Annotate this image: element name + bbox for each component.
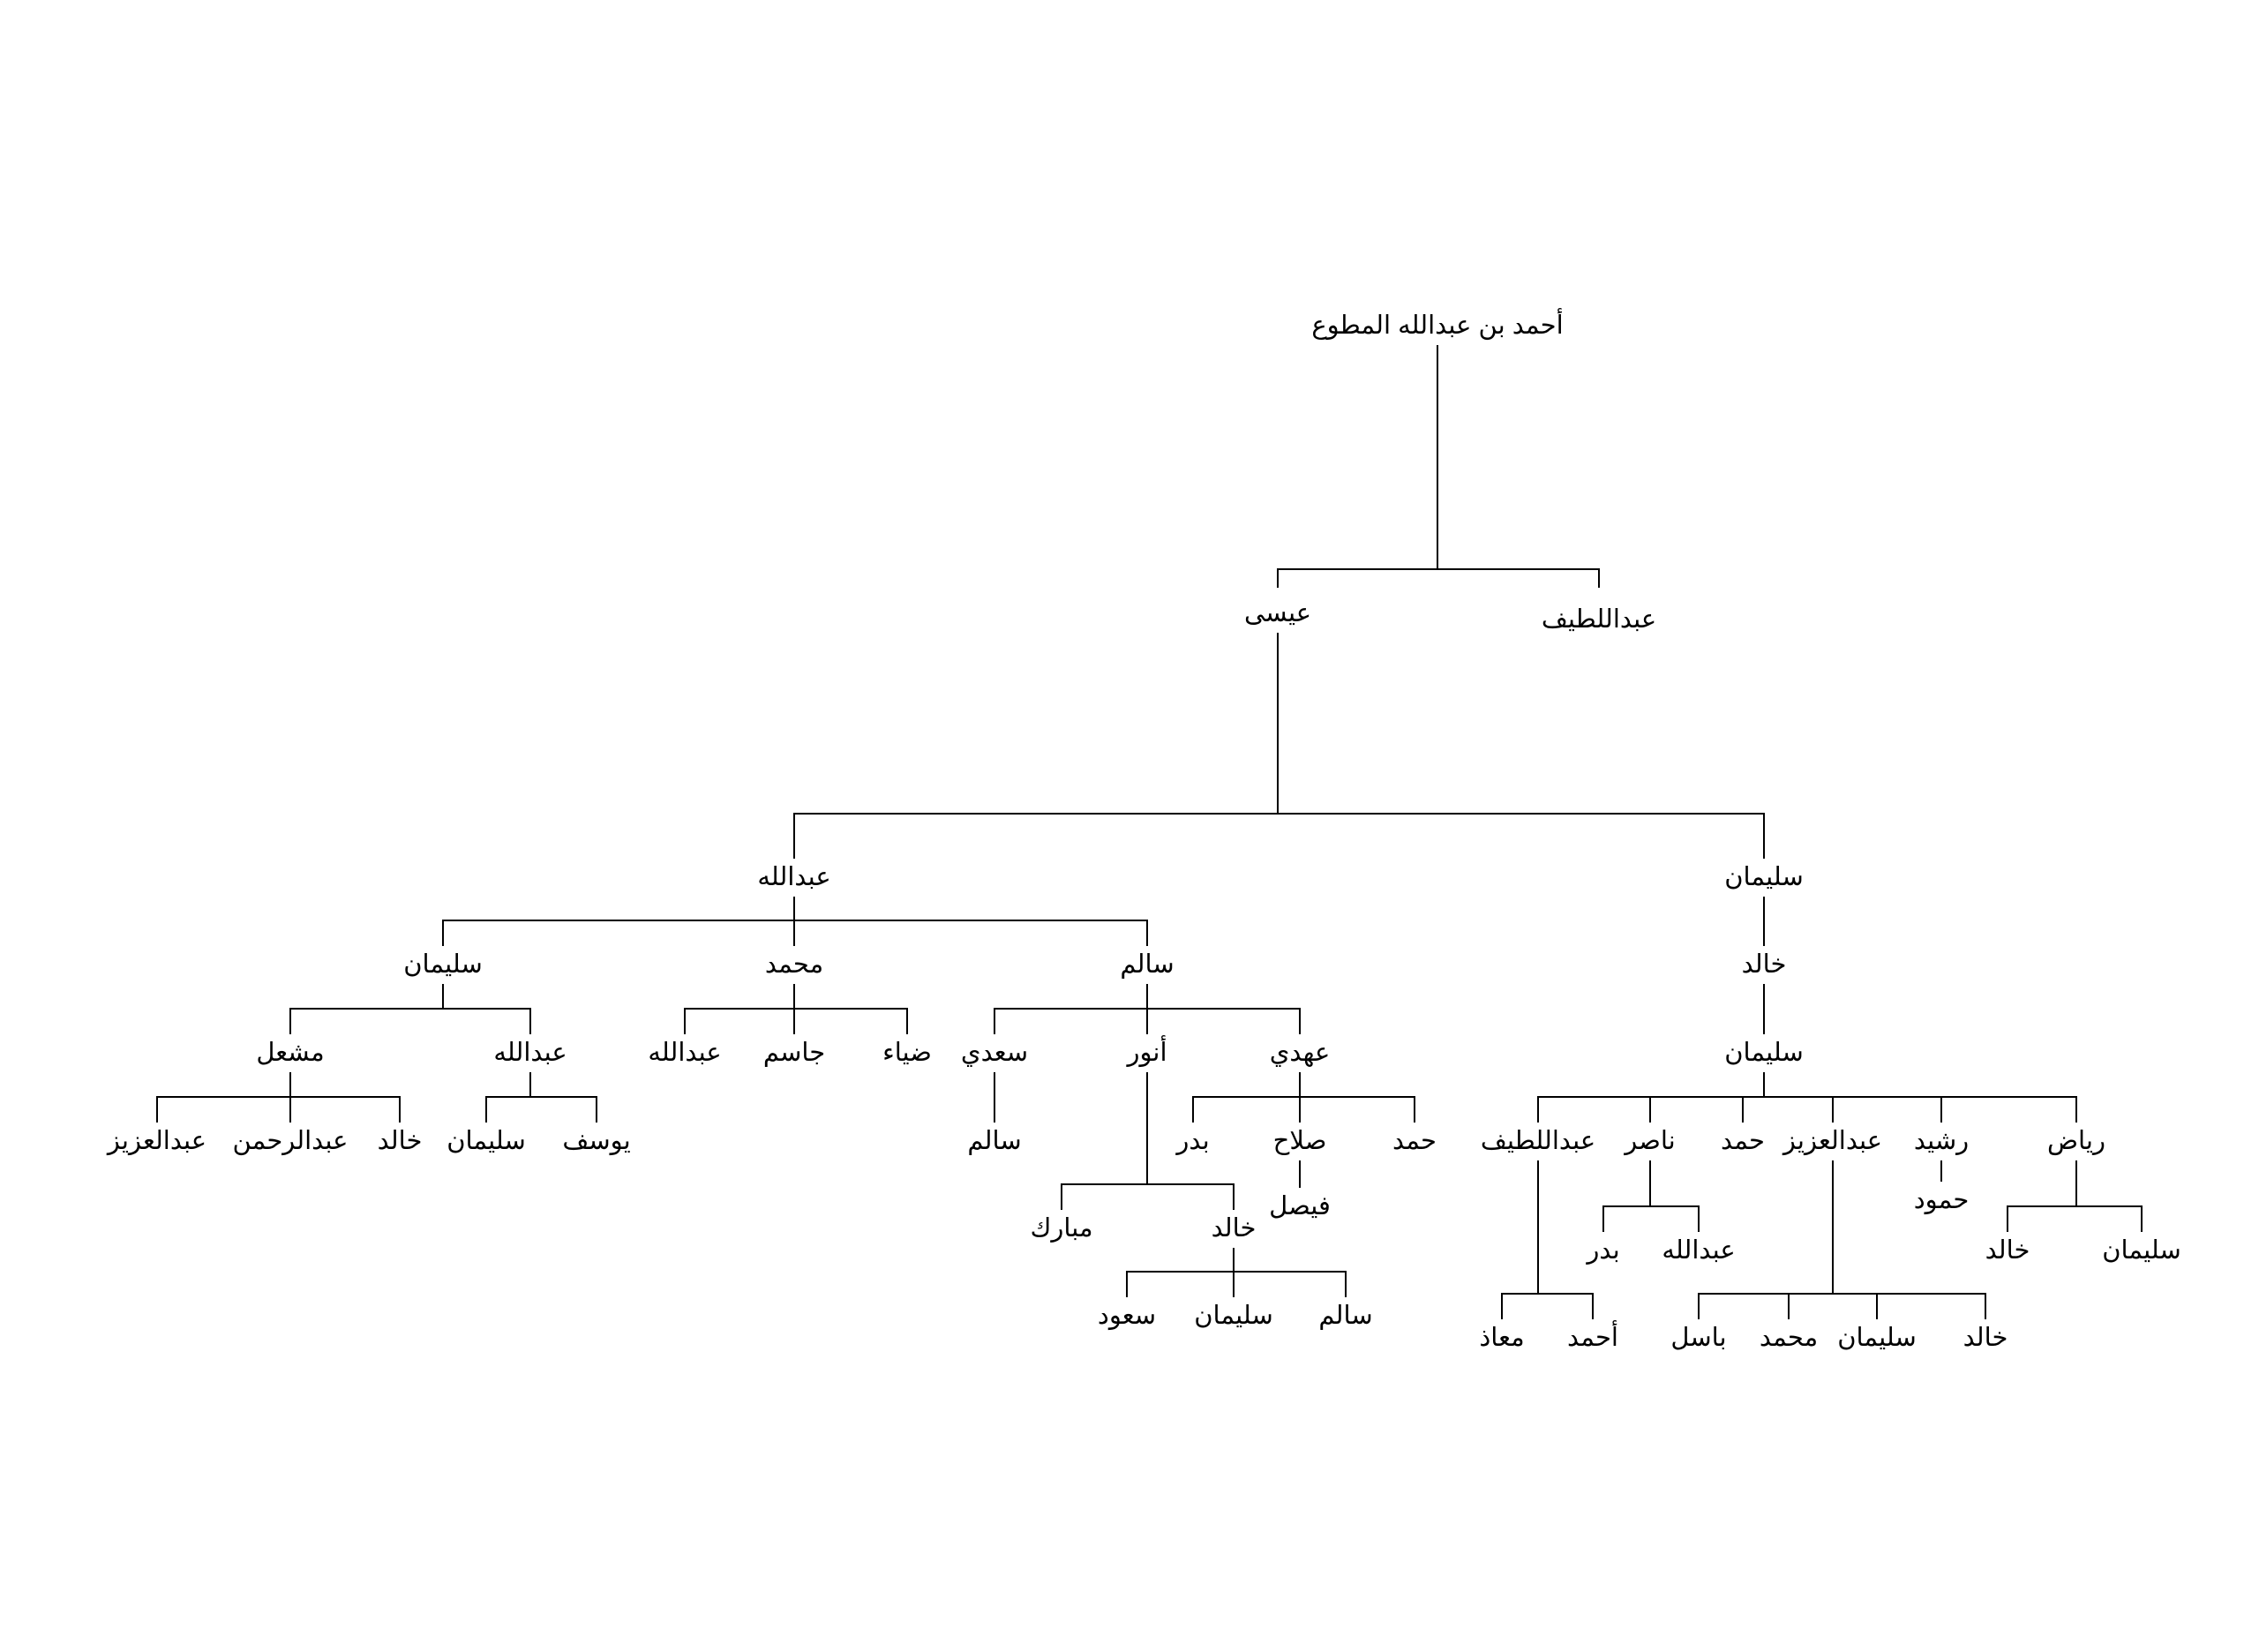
person-sulaiman3: سليمان bbox=[403, 950, 483, 979]
tree-labels: أحمد بن عبدالله المطوع عبداللطيف عيسى سليما… bbox=[106, 307, 2181, 1352]
person-k-sulaiman: سليمان bbox=[1194, 1302, 1273, 1330]
person-mishal: مشعل bbox=[256, 1039, 324, 1067]
person-ahdi-hamad: حمد bbox=[1392, 1127, 1437, 1155]
person-ahdi-badr: بدر bbox=[1175, 1127, 1209, 1155]
person-khalid1: خالد bbox=[1742, 950, 1787, 979]
person-abdullatif1: عبداللطيف bbox=[1542, 605, 1656, 634]
person-hamad1: حمد bbox=[1721, 1127, 1765, 1155]
person-mohammed1: محمد bbox=[765, 950, 823, 979]
person-az-sulaiman: سليمان bbox=[1837, 1324, 1917, 1352]
person-abdullatif2: عبداللطيف bbox=[1481, 1127, 1595, 1155]
tree-connectors bbox=[156, 345, 2143, 1319]
person-mishal-abdulrahman: عبدالرحمن bbox=[233, 1127, 349, 1155]
person-ahdi: عهدي bbox=[1270, 1039, 1331, 1067]
person-nasser-abdullah: عبدالله bbox=[1662, 1236, 1735, 1265]
person-salah: صلاح bbox=[1273, 1127, 1327, 1155]
person-riyadh-sulaiman: سليمان bbox=[2102, 1236, 2181, 1265]
person-anwar-khalid: خالد bbox=[1212, 1214, 1257, 1243]
person-abdullah1: عبدالله bbox=[757, 863, 830, 891]
person-lat-ahmed: أحمد bbox=[1567, 1319, 1618, 1352]
person-riyadh: رياض bbox=[2047, 1127, 2105, 1155]
person-rashid: رشيد bbox=[1914, 1127, 1969, 1155]
person-s3a-sulaiman: سليمان bbox=[447, 1127, 526, 1155]
person-m-jassim: جاسم bbox=[763, 1039, 825, 1068]
person-nasser: ناصر bbox=[1623, 1127, 1676, 1155]
person-k-saud: سعود bbox=[1098, 1302, 1156, 1330]
person-s3-abdullah: عبدالله bbox=[493, 1039, 567, 1067]
person-salem1: سالم bbox=[1120, 950, 1174, 980]
person-faisal: فيصل bbox=[1269, 1192, 1331, 1220]
person-saadi: سعدي bbox=[961, 1039, 1028, 1067]
person-hamood: حمود bbox=[1914, 1186, 1970, 1214]
person-k-salem: سالم bbox=[1318, 1302, 1372, 1331]
person-eisa: عيسى bbox=[1244, 599, 1311, 627]
person-abdulaziz1: عبدالعزيز bbox=[1782, 1127, 1882, 1155]
person-mishal-abdulaziz: عبدالعزيز bbox=[106, 1127, 206, 1155]
person-az-mohammed: محمد bbox=[1760, 1324, 1818, 1352]
person-az-khalid: خالد bbox=[1963, 1324, 2008, 1352]
person-mubarak: مبارك bbox=[1030, 1214, 1092, 1243]
person-m-dhiya: ضياء bbox=[882, 1039, 932, 1067]
person-az-basel: باسل bbox=[1670, 1324, 1726, 1352]
person-sulaiman1: سليمان bbox=[1724, 863, 1804, 891]
person-anwar: أنور bbox=[1125, 1034, 1167, 1067]
person-riyadh-khalid: خالد bbox=[1985, 1236, 2030, 1265]
person-m-abdullah: عبدالله bbox=[648, 1039, 721, 1067]
person-root: أحمد بن عبدالله المطوع bbox=[1311, 307, 1563, 340]
person-mishal-khalid: خالد bbox=[378, 1127, 423, 1155]
person-sulaiman2: سليمان bbox=[1724, 1039, 1804, 1067]
person-saadi-salem: سالم bbox=[967, 1127, 1021, 1156]
person-yousef: يوسف bbox=[562, 1127, 630, 1155]
person-lat-moath: معاذ bbox=[1479, 1324, 1524, 1352]
person-nasser-badr: بدر bbox=[1585, 1236, 1619, 1265]
